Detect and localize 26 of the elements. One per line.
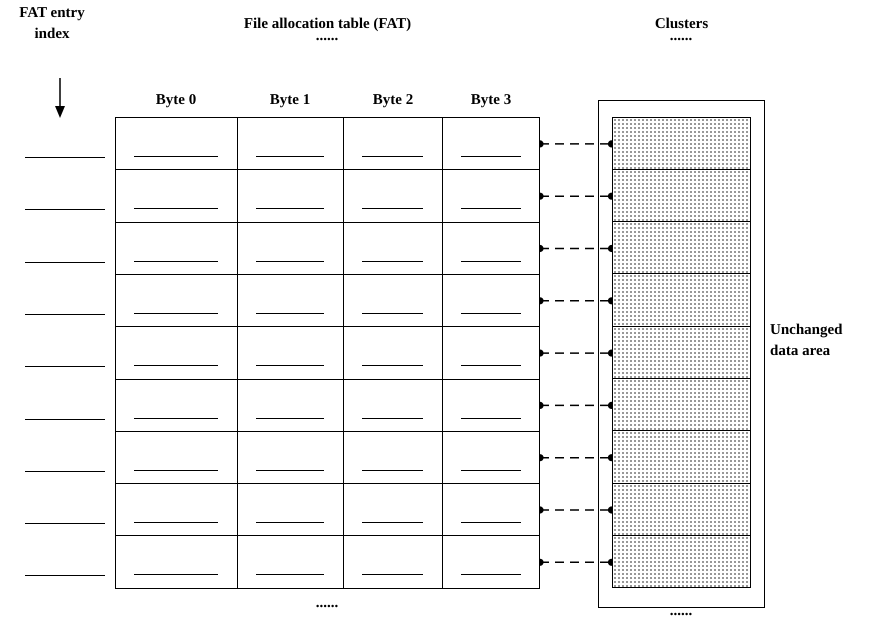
column-label: FAT entry index	[18, 4, 86, 44]
cluster-block	[612, 482, 750, 536]
side-note: Unchanged data area	[770, 321, 844, 361]
column-label: Byte 0	[154, 92, 198, 109]
column-label: Byte 1	[268, 92, 312, 109]
cluster-block	[612, 168, 750, 222]
table-row	[115, 117, 540, 171]
cluster-block	[612, 273, 750, 327]
cluster-block	[612, 116, 750, 170]
cluster-block	[612, 534, 750, 588]
table-row	[115, 378, 540, 432]
table-row	[115, 430, 540, 485]
column-label: Byte 2	[372, 92, 414, 109]
ellipsis-mark: ......	[668, 603, 694, 620]
table-row	[115, 274, 540, 328]
ellipsis-mark: ......	[314, 595, 340, 612]
table-row	[115, 326, 540, 380]
cluster-block	[612, 378, 750, 432]
cluster-block	[612, 430, 750, 484]
table-row	[115, 535, 540, 590]
table-row	[115, 222, 540, 276]
cluster-block	[612, 221, 750, 275]
column-label: Byte 3	[470, 92, 512, 109]
cluster-block	[612, 326, 750, 380]
table-row	[115, 169, 540, 224]
table-row	[115, 483, 540, 537]
